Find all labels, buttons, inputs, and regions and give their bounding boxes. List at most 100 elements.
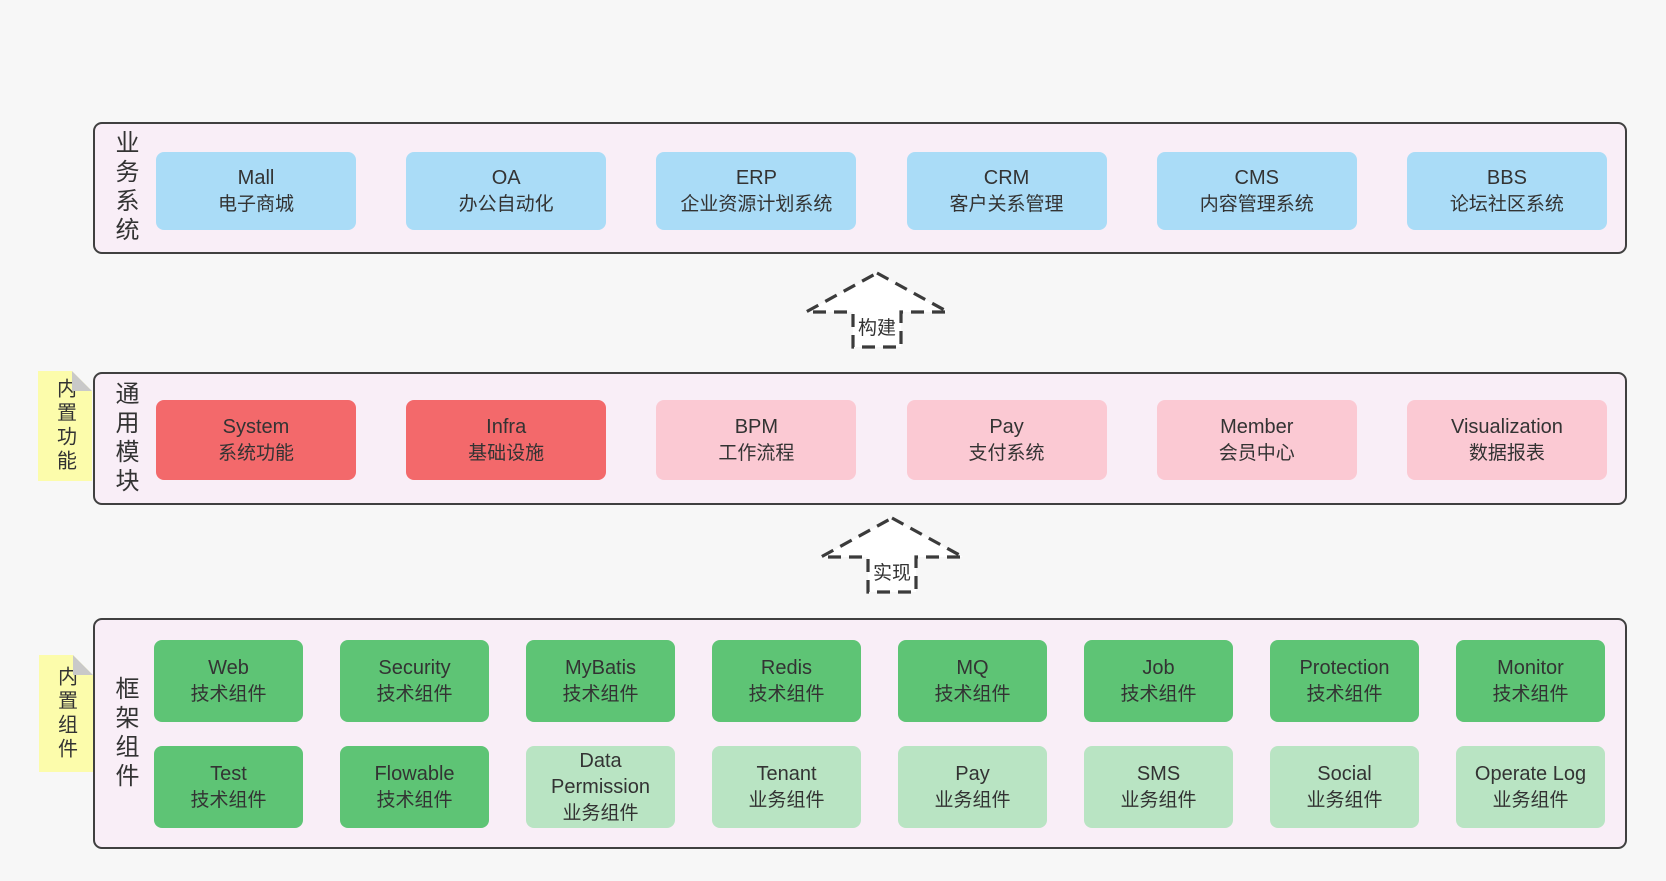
module-subtitle: 业务组件 [1492, 789, 1569, 811]
module-name: Infra [486, 416, 527, 439]
module-box-crm: CRM 客户关系管理 [906, 152, 1107, 230]
dashed-up-arrow-icon [805, 271, 949, 349]
module-subtitle: 技术组件 [190, 789, 267, 811]
module-subtitle: 技术组件 [562, 683, 639, 705]
module-name: Tenant [756, 763, 817, 786]
module-name: Pay [955, 763, 990, 786]
arrow-up-build: 构建 [800, 268, 954, 352]
module-name: Monitor [1497, 657, 1564, 680]
module-subtitle: 支付系统 [968, 442, 1045, 464]
module-box-sms: SMS 业务组件 [1084, 746, 1233, 828]
sticky-note-builtin-components: 内置组件 [39, 655, 93, 772]
module-subtitle: 企业资源计划系统 [680, 193, 833, 215]
module-subtitle: 技术组件 [1492, 683, 1569, 705]
band-side-label-common-modules: 通用模块 [111, 380, 138, 497]
arrow-up-implement: 实现 [815, 513, 969, 597]
module-box-oa: OA 办公自动化 [406, 152, 607, 230]
module-subtitle: 业务组件 [1306, 789, 1383, 811]
module-subtitle: 电子商城 [217, 193, 294, 215]
module-name: Flowable [374, 763, 455, 786]
module-box-bpm: BPM 工作流程 [656, 400, 857, 480]
arrow-label-build: 构建 [854, 313, 900, 340]
band-common-modules: 通用模块 System 系统功能 Infra 基础设施 BPM 工作流程 Pay 支付系统 Me… [93, 372, 1627, 505]
module-name: Security [378, 657, 451, 680]
module-name: Job [1142, 657, 1175, 680]
module-subtitle: 工作流程 [718, 442, 795, 464]
module-subtitle: 技术组件 [376, 683, 453, 705]
module-name: Test [210, 763, 247, 786]
module-box-operate-log: Operate Log 业务组件 [1456, 746, 1605, 828]
module-subtitle: 业务组件 [934, 789, 1011, 811]
module-subtitle: 技术组件 [1120, 683, 1197, 705]
module-name: Data Permission [551, 749, 650, 799]
module-subtitle: 会员中心 [1218, 442, 1295, 464]
module-name: Operate Log [1474, 763, 1587, 786]
module-box-test: Test 技术组件 [154, 746, 303, 828]
module-subtitle: 数据报表 [1468, 442, 1545, 464]
module-box-data-permission: Data Permission 业务组件 [526, 746, 675, 828]
module-box-pay: Pay 支付系统 [906, 400, 1107, 480]
module-box-infra: Infra 基础设施 [406, 400, 607, 480]
band-side-label-business-systems: 业务系统 [111, 130, 138, 246]
module-subtitle: 技术组件 [1306, 683, 1383, 705]
folded-corner-icon [72, 371, 92, 391]
module-name: MyBatis [564, 657, 637, 680]
module-box-erp: ERP 企业资源计划系统 [656, 152, 857, 230]
module-box-flowable: Flowable 技术组件 [340, 746, 489, 828]
module-subtitle: 客户关系管理 [949, 193, 1064, 215]
module-box-mall: Mall 电子商城 [156, 152, 356, 230]
module-box-tenant: Tenant 业务组件 [712, 746, 861, 828]
module-name: Member [1220, 416, 1294, 439]
dashed-up-arrow-icon [820, 516, 964, 594]
module-subtitle: 基础设施 [468, 442, 545, 464]
module-box-mybatis: MyBatis 技术组件 [526, 640, 675, 722]
module-name: System [222, 416, 290, 439]
module-name: Redis [760, 657, 813, 680]
sticky-note-label: 内置功能 [53, 378, 76, 474]
common-modules-row: System 系统功能 Infra 基础设施 BPM 工作流程 Pay 支付系统 Member 会… [156, 400, 1607, 480]
module-subtitle: 论坛社区系统 [1449, 193, 1564, 215]
module-subtitle: 技术组件 [748, 683, 825, 705]
module-name: OA [491, 167, 521, 190]
band-business-systems: 业务系统 Mall 电子商城 OA 办公自动化 ERP 企业资源计划系统 CRM 客户关系管理… [93, 122, 1627, 254]
module-subtitle: 办公自动化 [458, 193, 554, 215]
module-name: CRM [983, 167, 1030, 190]
module-name: Mall [237, 167, 275, 190]
module-name: ERP [735, 167, 777, 190]
module-name: Social [1317, 763, 1372, 786]
sticky-note-builtin-features: 内置功能 [38, 371, 92, 481]
module-subtitle: 技术组件 [934, 683, 1011, 705]
module-name: Visualization [1450, 416, 1563, 439]
module-box-member: Member 会员中心 [1156, 400, 1357, 480]
module-subtitle: 业务组件 [1120, 789, 1197, 811]
module-box-monitor: Monitor 技术组件 [1456, 640, 1605, 722]
sticky-note-label: 内置组件 [54, 665, 77, 762]
module-box-redis: Redis 技术组件 [712, 640, 861, 722]
module-name: BPM [734, 416, 779, 439]
module-subtitle: 技术组件 [190, 683, 267, 705]
module-subtitle: 内容管理系统 [1199, 193, 1314, 215]
module-box-social: Social 业务组件 [1270, 746, 1419, 828]
band-side-label-framework-components: 框架组件 [111, 675, 138, 792]
module-box-protection: Protection 技术组件 [1270, 640, 1419, 722]
module-name: MQ [956, 657, 989, 680]
module-name: SMS [1136, 763, 1181, 786]
module-name: Web [208, 657, 249, 680]
module-name: Protection [1299, 657, 1390, 680]
module-subtitle: 系统功能 [217, 442, 294, 464]
arrow-label-implement: 实现 [869, 558, 915, 585]
module-subtitle: 业务组件 [562, 802, 639, 824]
module-subtitle: 技术组件 [376, 789, 453, 811]
module-name: Pay [989, 416, 1024, 439]
folded-corner-icon [73, 655, 93, 675]
module-box-system: System 系统功能 [156, 400, 356, 480]
module-box-pay: Pay 业务组件 [898, 746, 1047, 828]
module-box-web: Web 技术组件 [154, 640, 303, 722]
module-subtitle: 业务组件 [748, 789, 825, 811]
module-box-security: Security 技术组件 [340, 640, 489, 722]
